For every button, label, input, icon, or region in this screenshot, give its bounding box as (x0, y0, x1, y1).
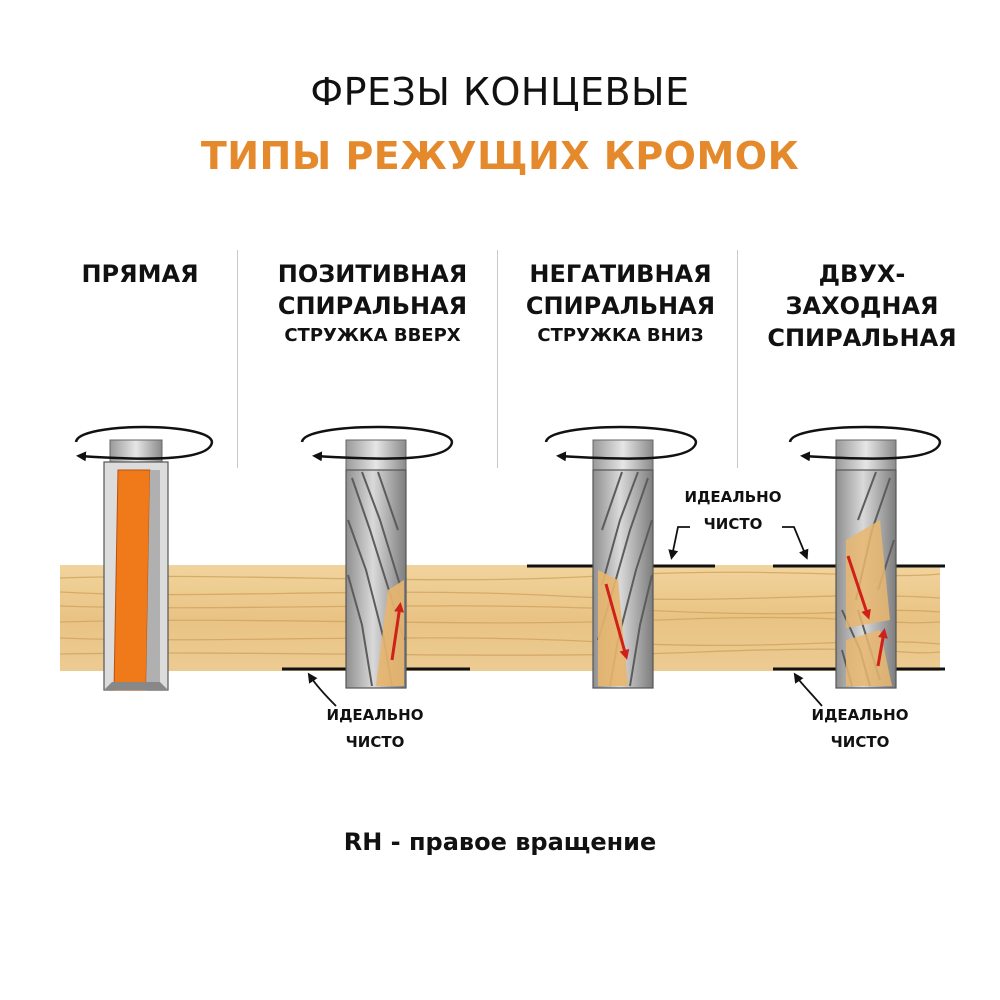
column-title-line: СПИРАЛЬНАЯ (767, 324, 957, 352)
column-divider (497, 250, 498, 468)
negative-spiral-cutter (592, 439, 654, 689)
double-spiral-cutter (835, 439, 897, 689)
column-title-line: ЗАХОДНАЯ (785, 292, 939, 320)
column-title-line: НЕГАТИВНАЯ (529, 260, 712, 288)
column-title-line: СПИРАЛЬНАЯ (525, 292, 716, 320)
rotation-arrow-icon (544, 425, 698, 462)
note-line: ИДЕАЛЬНО (684, 488, 782, 506)
rotation-footnote: RH - правое вращение (343, 828, 657, 856)
rotation-arrow-icon (788, 425, 942, 462)
note-line: ЧИСТО (703, 515, 763, 533)
note-line: ЧИСТО (830, 733, 890, 751)
column-divider (237, 250, 238, 468)
rotation-arrows (74, 425, 942, 462)
pointer-arrows (307, 526, 823, 707)
wood-board (59, 565, 941, 671)
column-title-line: ПОЗИТИВНАЯ (277, 260, 468, 288)
column-divider (737, 250, 738, 468)
column-subtitle: СТРУЖКА ВНИЗ (537, 325, 704, 346)
column-subtitle: СТРУЖКА ВВЕРХ (284, 325, 461, 346)
column-title-line: ПРЯМАЯ (81, 260, 199, 288)
rotation-arrow-icon (74, 425, 214, 462)
rotation-arrow-icon (300, 425, 454, 462)
column-title-line: ДВУХ- (818, 260, 906, 288)
note-line: ИДЕАЛЬНО (811, 706, 909, 724)
subtitle-cutting-edges: ТИПЫ РЕЖУЩИХ КРОМОК (200, 134, 800, 178)
column-title-positive-spiral: ПОЗИТИВНАЯ СПИРАЛЬНАЯ СТРУЖКА ВВЕРХ (255, 258, 490, 350)
clean-cut-note: ИДЕАЛЬНО ЧИСТО (315, 702, 435, 756)
clean-cut-note: ИДЕАЛЬНО ЧИСТО (673, 484, 793, 538)
note-line: ИДЕАЛЬНО (326, 706, 424, 724)
column-title-line: СПИРАЛЬНАЯ (277, 292, 468, 320)
positive-spiral-cutter (345, 439, 407, 689)
column-title-double-spiral: ДВУХ- ЗАХОДНАЯ СПИРАЛЬНАЯ (742, 258, 982, 354)
main-title: ФРЕЗЫ КОНЦЕВЫЕ (310, 70, 690, 114)
column-title-straight: ПРЯМАЯ (40, 258, 240, 290)
column-title-negative-spiral: НЕГАТИВНАЯ СПИРАЛЬНАЯ СТРУЖКА ВНИЗ (503, 258, 738, 350)
straight-cutter (103, 439, 169, 691)
clean-cut-note: ИДЕАЛЬНО ЧИСТО (800, 702, 920, 756)
note-line: ЧИСТО (345, 733, 405, 751)
